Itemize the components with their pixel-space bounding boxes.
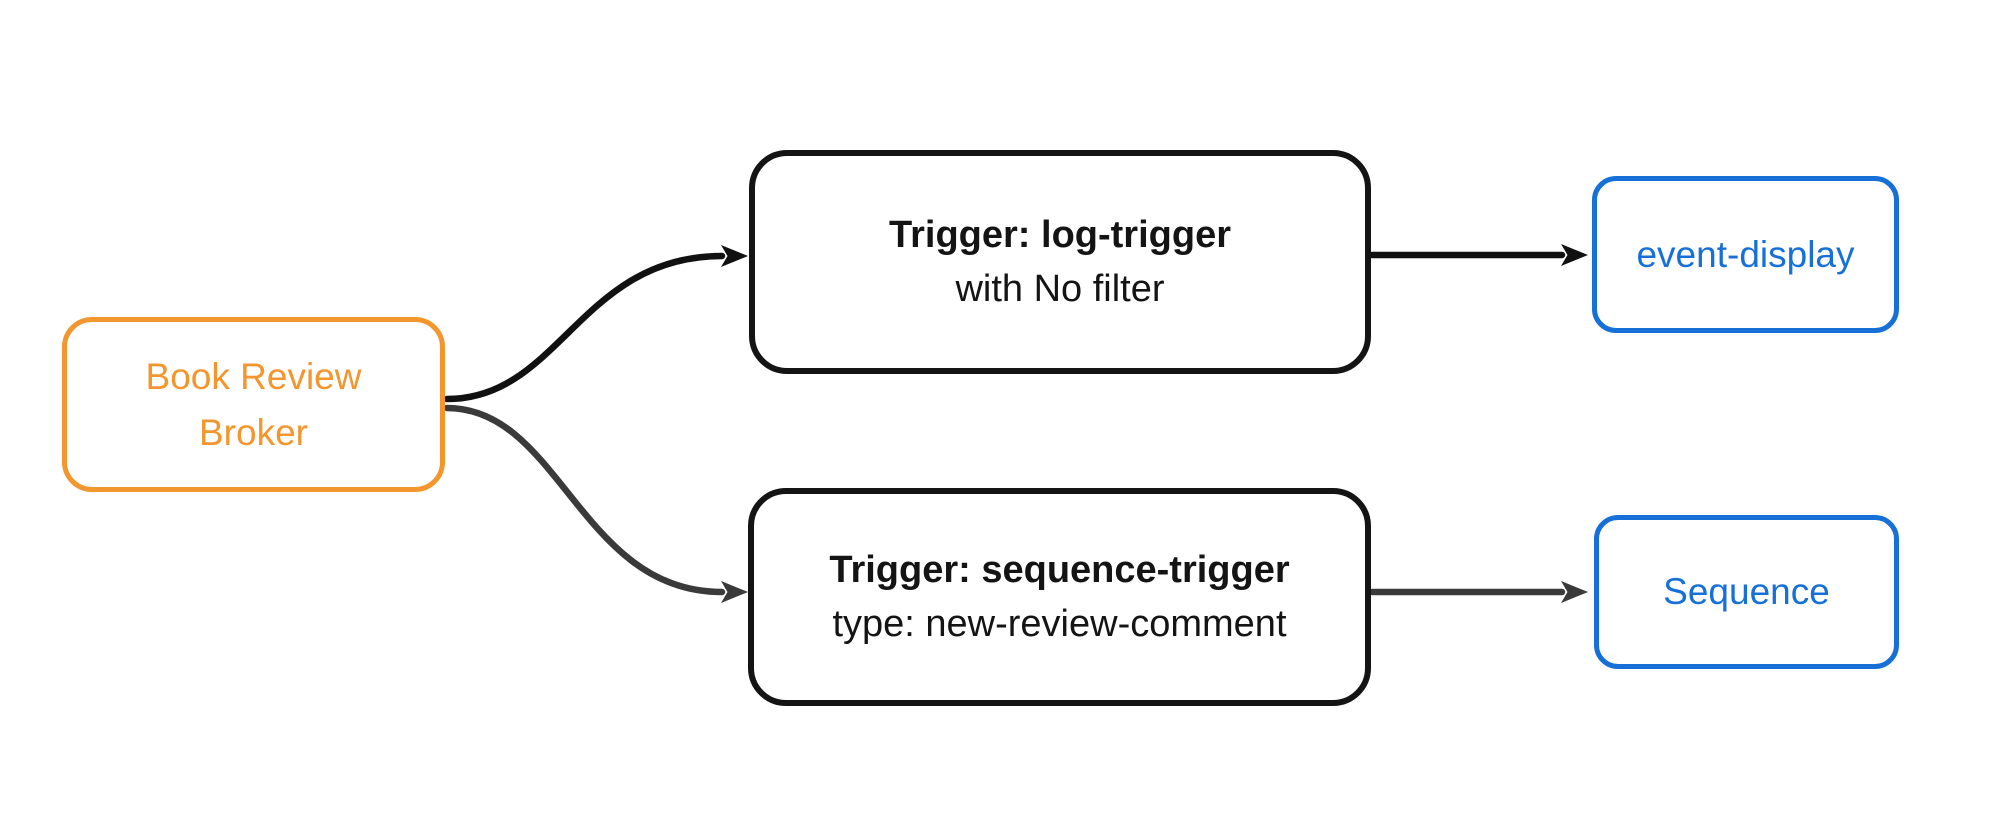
trigger-log-subtitle: with No filter <box>955 268 1165 310</box>
edge-broker-to-sequence-trigger <box>443 404 748 603</box>
trigger-sequence-title: Trigger: sequence-trigger <box>829 549 1290 591</box>
broker-label-line1: Book Review <box>145 355 362 397</box>
broker-label-line2: Broker <box>199 411 308 453</box>
node-broker: Book Review Broker <box>62 317 445 492</box>
sequence-label: Sequence <box>1663 571 1830 612</box>
node-trigger-log: Trigger: log-trigger with No filter <box>749 150 1371 374</box>
node-trigger-sequence: Trigger: sequence-trigger type: new-revi… <box>748 488 1371 706</box>
trigger-sequence-subtitle: type: new-review-comment <box>832 603 1287 645</box>
event-display-label: event-display <box>1636 233 1855 275</box>
node-event-display: event-display <box>1592 176 1899 333</box>
edge-broker-to-log-trigger <box>443 245 748 403</box>
trigger-log-title: Trigger: log-trigger <box>889 214 1231 256</box>
node-sequence: Sequence <box>1594 515 1899 669</box>
